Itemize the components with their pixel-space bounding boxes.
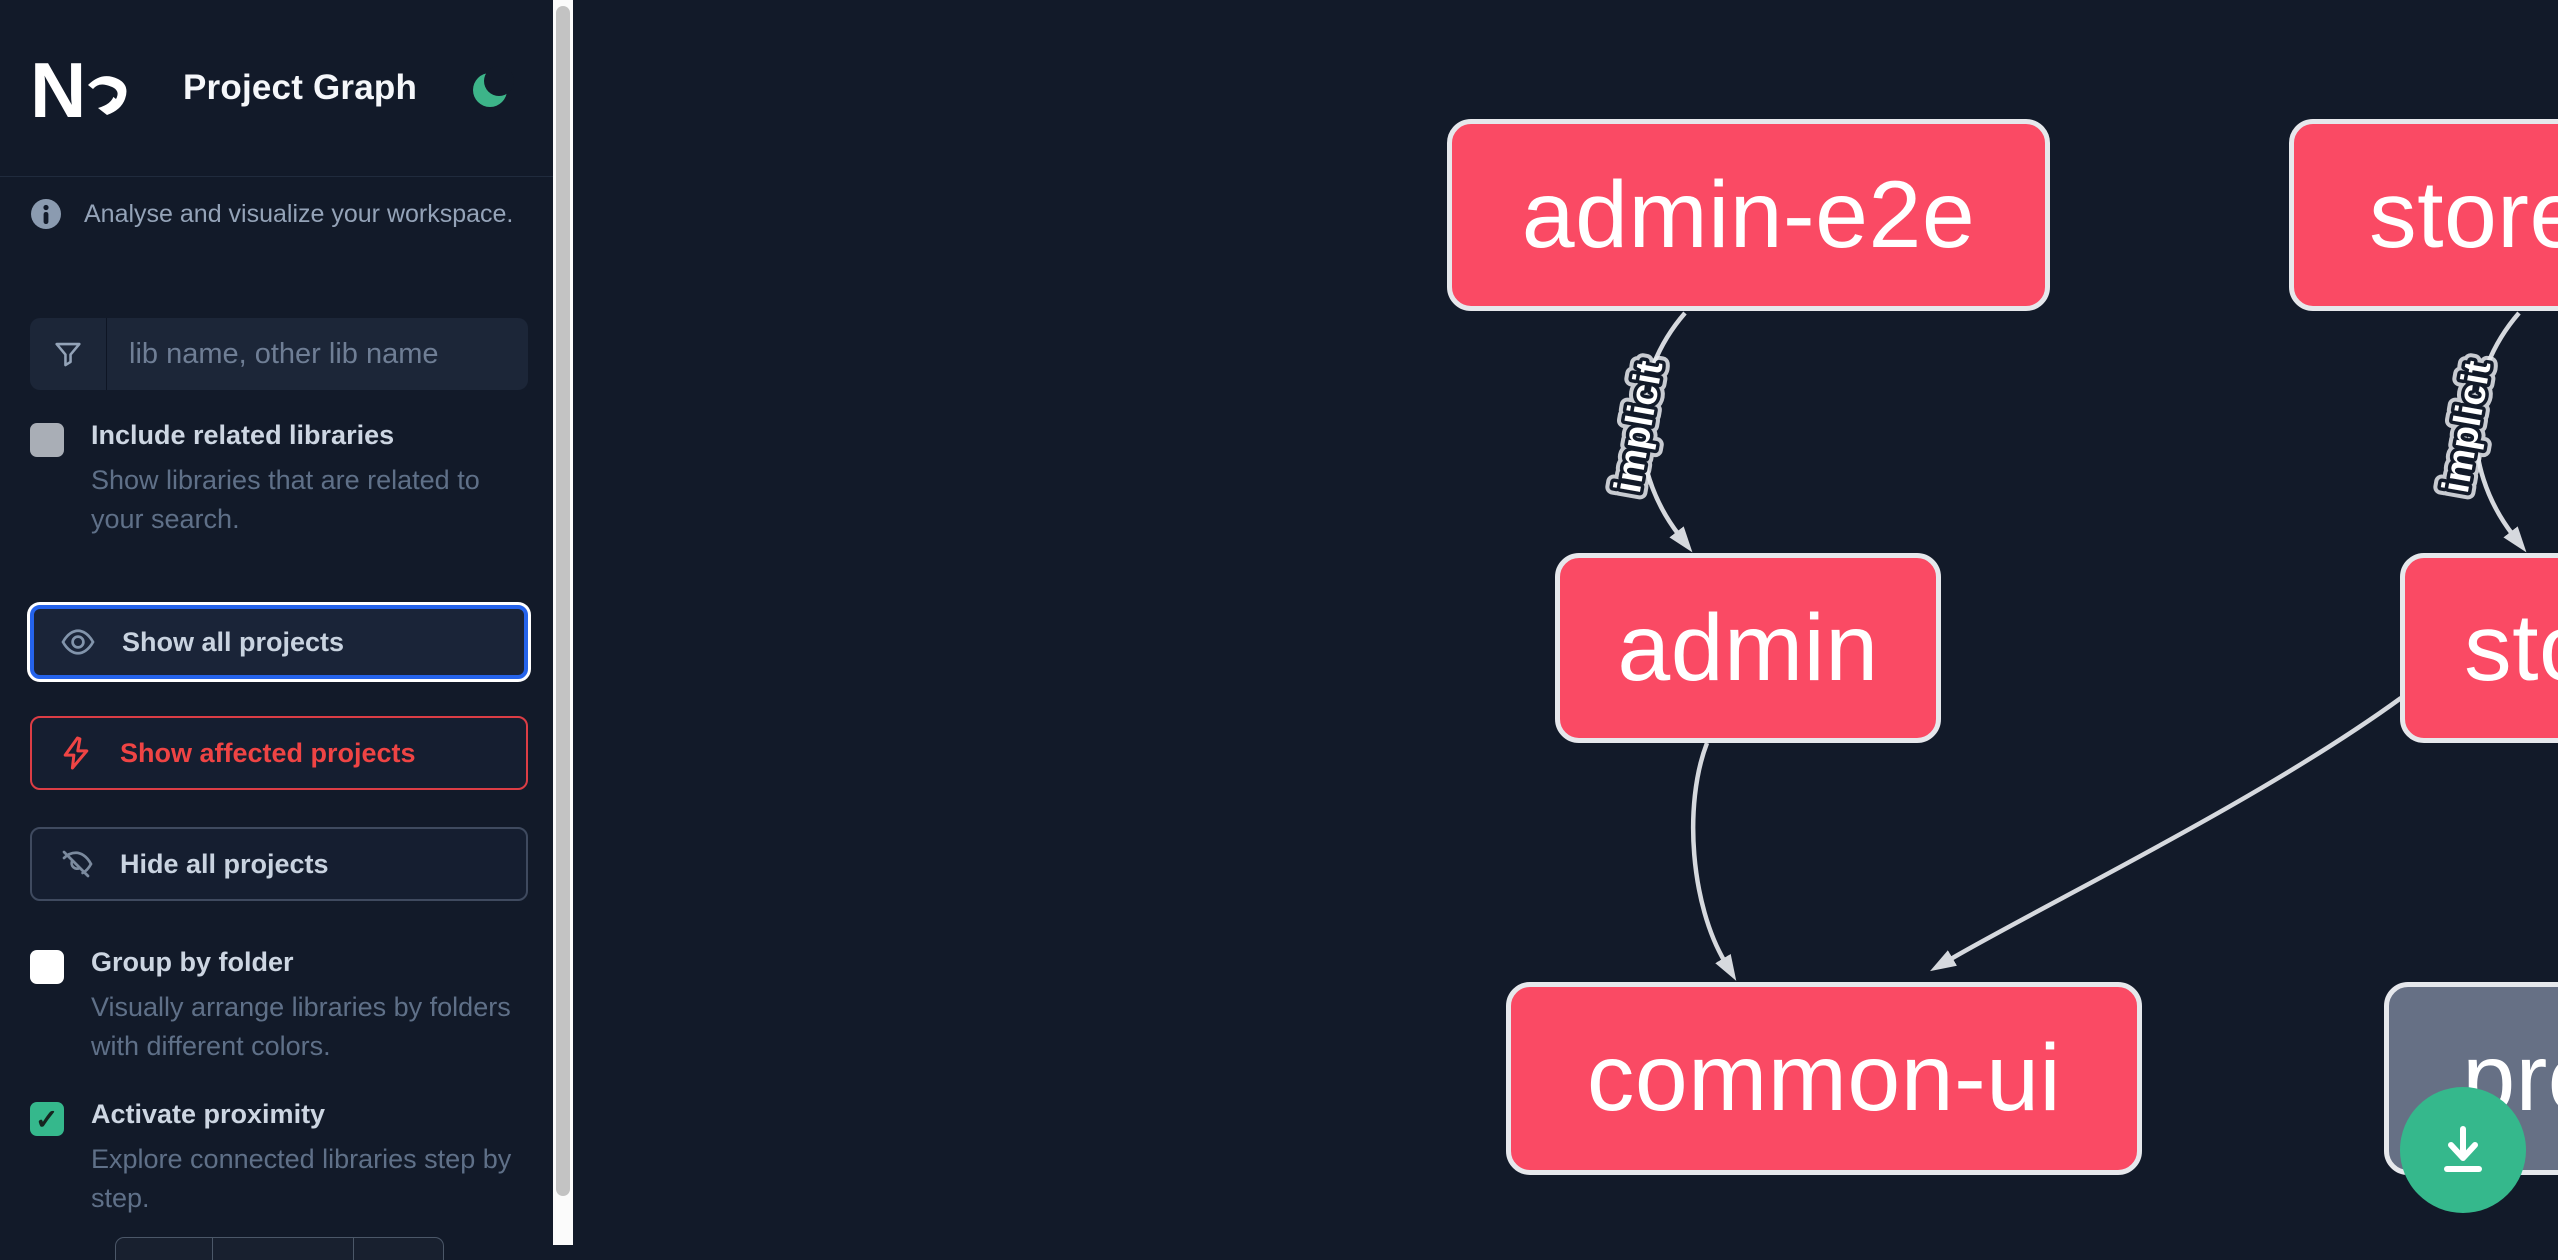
- activate-proximity-option: Activate proximity Explore connected lib…: [30, 1099, 530, 1218]
- show-affected-projects-button[interactable]: Show affected projects: [30, 716, 528, 790]
- sidebar-header: N Project Graph: [0, 0, 553, 177]
- include-related-description: Show libraries that are related to your …: [91, 464, 480, 534]
- svg-text:implicit: implicit: [2435, 357, 2500, 496]
- eye-off-icon: [62, 850, 93, 878]
- show-affected-projects-label: Show affected projects: [120, 737, 416, 768]
- segment-divider: [212, 1238, 213, 1260]
- workspace-tagline: Analyse and visualize your workspace.: [84, 199, 514, 228]
- graph-node-admin[interactable]: admin: [1555, 553, 1941, 743]
- sidebar: N Project Graph Analyse and visualize yo…: [0, 0, 553, 1260]
- graph-node-store-e2e[interactable]: store-e2e: [2289, 119, 2558, 311]
- graph-node-admin-e2e[interactable]: admin-e2e: [1447, 119, 2050, 311]
- download-icon: [2444, 1126, 2482, 1172]
- sidebar-scrollbar-thumb[interactable]: [556, 6, 570, 1196]
- include-related-option: Include related libraries Show libraries…: [30, 420, 530, 539]
- graph-node-common-ui[interactable]: common-ui: [1506, 982, 2142, 1175]
- graph-node-store[interactable]: store: [2400, 553, 2558, 743]
- group-by-folder-checkbox[interactable]: [30, 950, 64, 984]
- group-by-folder-option: Group by folder Visually arrange librari…: [30, 947, 530, 1066]
- hide-all-projects-label: Hide all projects: [120, 848, 329, 879]
- edge-store-e2e-store: [2473, 311, 2527, 553]
- segment-divider: [353, 1238, 354, 1260]
- show-all-projects-button[interactable]: Show all projects: [30, 605, 528, 679]
- hide-all-projects-button[interactable]: Hide all projects: [30, 827, 528, 901]
- show-all-projects-label: Show all projects: [122, 626, 345, 657]
- group-by-folder-label: Group by folder: [91, 947, 294, 977]
- app-title: Project Graph: [183, 68, 418, 107]
- edge-admin-common-ui: [1690, 742, 1737, 981]
- lightning-bolt-icon: [63, 736, 89, 770]
- svg-text:N: N: [30, 55, 86, 127]
- sidebar-scrollbar-track[interactable]: [553, 0, 573, 1245]
- activate-proximity-description: Explore connected libraries step by step…: [91, 1143, 512, 1213]
- filter-icon-cell: [30, 318, 107, 390]
- activate-proximity-label: Activate proximity: [91, 1099, 326, 1129]
- include-related-label: Include related libraries: [91, 420, 395, 450]
- moon-icon: [473, 66, 514, 107]
- group-by-folder-description: Visually arrange libraries by folders wi…: [91, 991, 511, 1061]
- info-icon: [31, 199, 61, 229]
- workspace-tagline-row: Analyse and visualize your workspace.: [30, 198, 513, 230]
- edge-label-implicit-right: implicit implicit implicit: [2427, 350, 2507, 504]
- svg-text:implicit: implicit: [1607, 357, 1672, 496]
- filter-search-box: [30, 318, 528, 390]
- graph-canvas[interactable]: implicit implicit implicit implicit impl…: [573, 0, 2558, 1245]
- activate-proximity-checkbox[interactable]: [30, 1102, 64, 1136]
- edge-label-implicit-left: implicit implicit implicit: [1599, 350, 1679, 504]
- download-image-button[interactable]: [2400, 1087, 2526, 1213]
- funnel-filter-icon: [55, 342, 81, 367]
- edge-store-common-ui: [1930, 696, 2403, 972]
- include-related-checkbox[interactable]: [30, 423, 64, 457]
- search-input[interactable]: [107, 318, 528, 390]
- dependency-edges: implicit implicit implicit implicit impl…: [1599, 311, 2527, 981]
- edge-admin-e2e-admin: [1639, 311, 1693, 553]
- eye-icon: [61, 629, 95, 655]
- proximity-depth-control-partial[interactable]: [115, 1237, 444, 1260]
- nx-logo: N: [30, 55, 127, 127]
- theme-toggle-button[interactable]: [466, 62, 518, 114]
